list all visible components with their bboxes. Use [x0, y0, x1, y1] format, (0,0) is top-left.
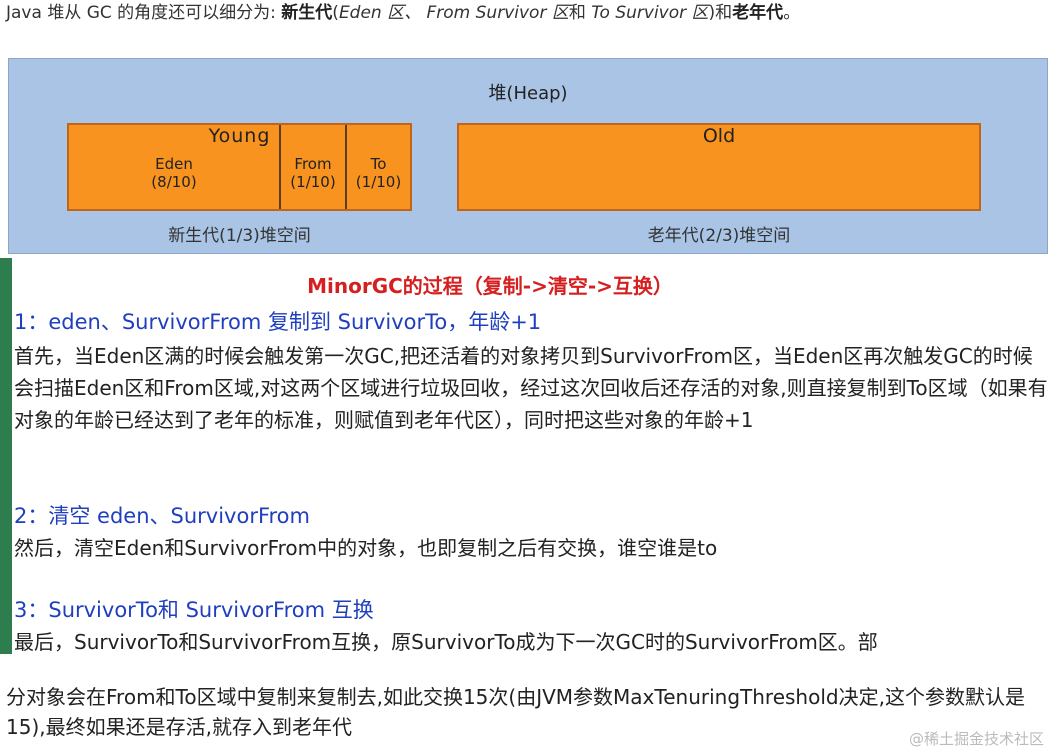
eden-name: Eden: [155, 155, 193, 173]
old-space-label: 老年代(2/3)堆空间: [647, 226, 791, 246]
intro-italic-eden-from: Eden 区、 From Survivor 区: [338, 3, 569, 23]
intro-text: Java 堆从 GC 的角度还可以细分为: 新生代(Eden 区、 From S…: [6, 0, 1052, 27]
heap-diagram: 堆(Heap) Young Eden (8/10) From (1/10) To…: [8, 58, 1048, 254]
from-name: From: [294, 155, 332, 173]
to-name: To: [370, 155, 387, 173]
step1-heading: 1：eden、SurvivorFrom 复制到 SurvivorTo，年龄+1: [14, 310, 542, 334]
intro-part: )和: [708, 3, 733, 23]
from-to-divider: [345, 125, 347, 209]
eden-from-divider: [279, 125, 281, 209]
intro-part: Java 堆从 GC 的角度还可以细分为:: [6, 3, 282, 23]
bottom-panel: [0, 680, 1052, 756]
step2-body: 然后，清空Eden和SurvivorFrom中的对象，也即复制之后有交换，谁空谁…: [14, 536, 718, 560]
old-generation-box: Old: [457, 123, 981, 211]
from-region: From (1/10): [281, 155, 345, 191]
heap-title: 堆(Heap): [488, 83, 568, 104]
intro-part: 和: [568, 3, 592, 23]
step3-heading: 3：SurvivorTo和 SurvivorFrom 互换: [14, 598, 374, 622]
step1-body: 首先，当Eden区满的时候会触发第一次GC,把还活着的对象拷贝到Survivor…: [14, 344, 1048, 432]
intro-part: 。: [783, 3, 801, 23]
intro-bold-young: 新生代: [281, 3, 333, 23]
from-ratio: (1/10): [290, 173, 336, 191]
old-title: Old: [702, 125, 736, 147]
young-generation-box: Young Eden (8/10) From (1/10) To (1/10): [67, 123, 412, 211]
young-title: Young: [208, 125, 271, 147]
eden-region: Eden (8/10): [69, 155, 279, 209]
intro-bold-old: 老年代: [732, 3, 784, 23]
to-ratio: (1/10): [355, 173, 402, 191]
eden-ratio: (8/10): [151, 173, 197, 191]
watermark: @稀土掘金技术社区: [908, 730, 1044, 748]
slide-accent-bar: [0, 258, 12, 654]
slide-title: MinorGC的过程（复制->清空->互换）: [307, 274, 673, 298]
intro-part: (: [332, 3, 339, 23]
step3-body: 最后，SurvivorTo和SurvivorFrom互换，原SurvivorTo…: [14, 630, 878, 654]
step2-heading: 2：清空 eden、SurvivorFrom: [14, 504, 310, 528]
bottom-body: 分对象会在From和To区域中复制来复制去,如此交换15次(由JVM参数MaxT…: [6, 685, 1025, 739]
young-space-label: 新生代(1/3)堆空间: [168, 226, 311, 246]
slide-panel: [0, 258, 1052, 654]
intro-italic-to: To Survivor 区: [591, 3, 709, 23]
to-region: To (1/10): [347, 155, 410, 191]
